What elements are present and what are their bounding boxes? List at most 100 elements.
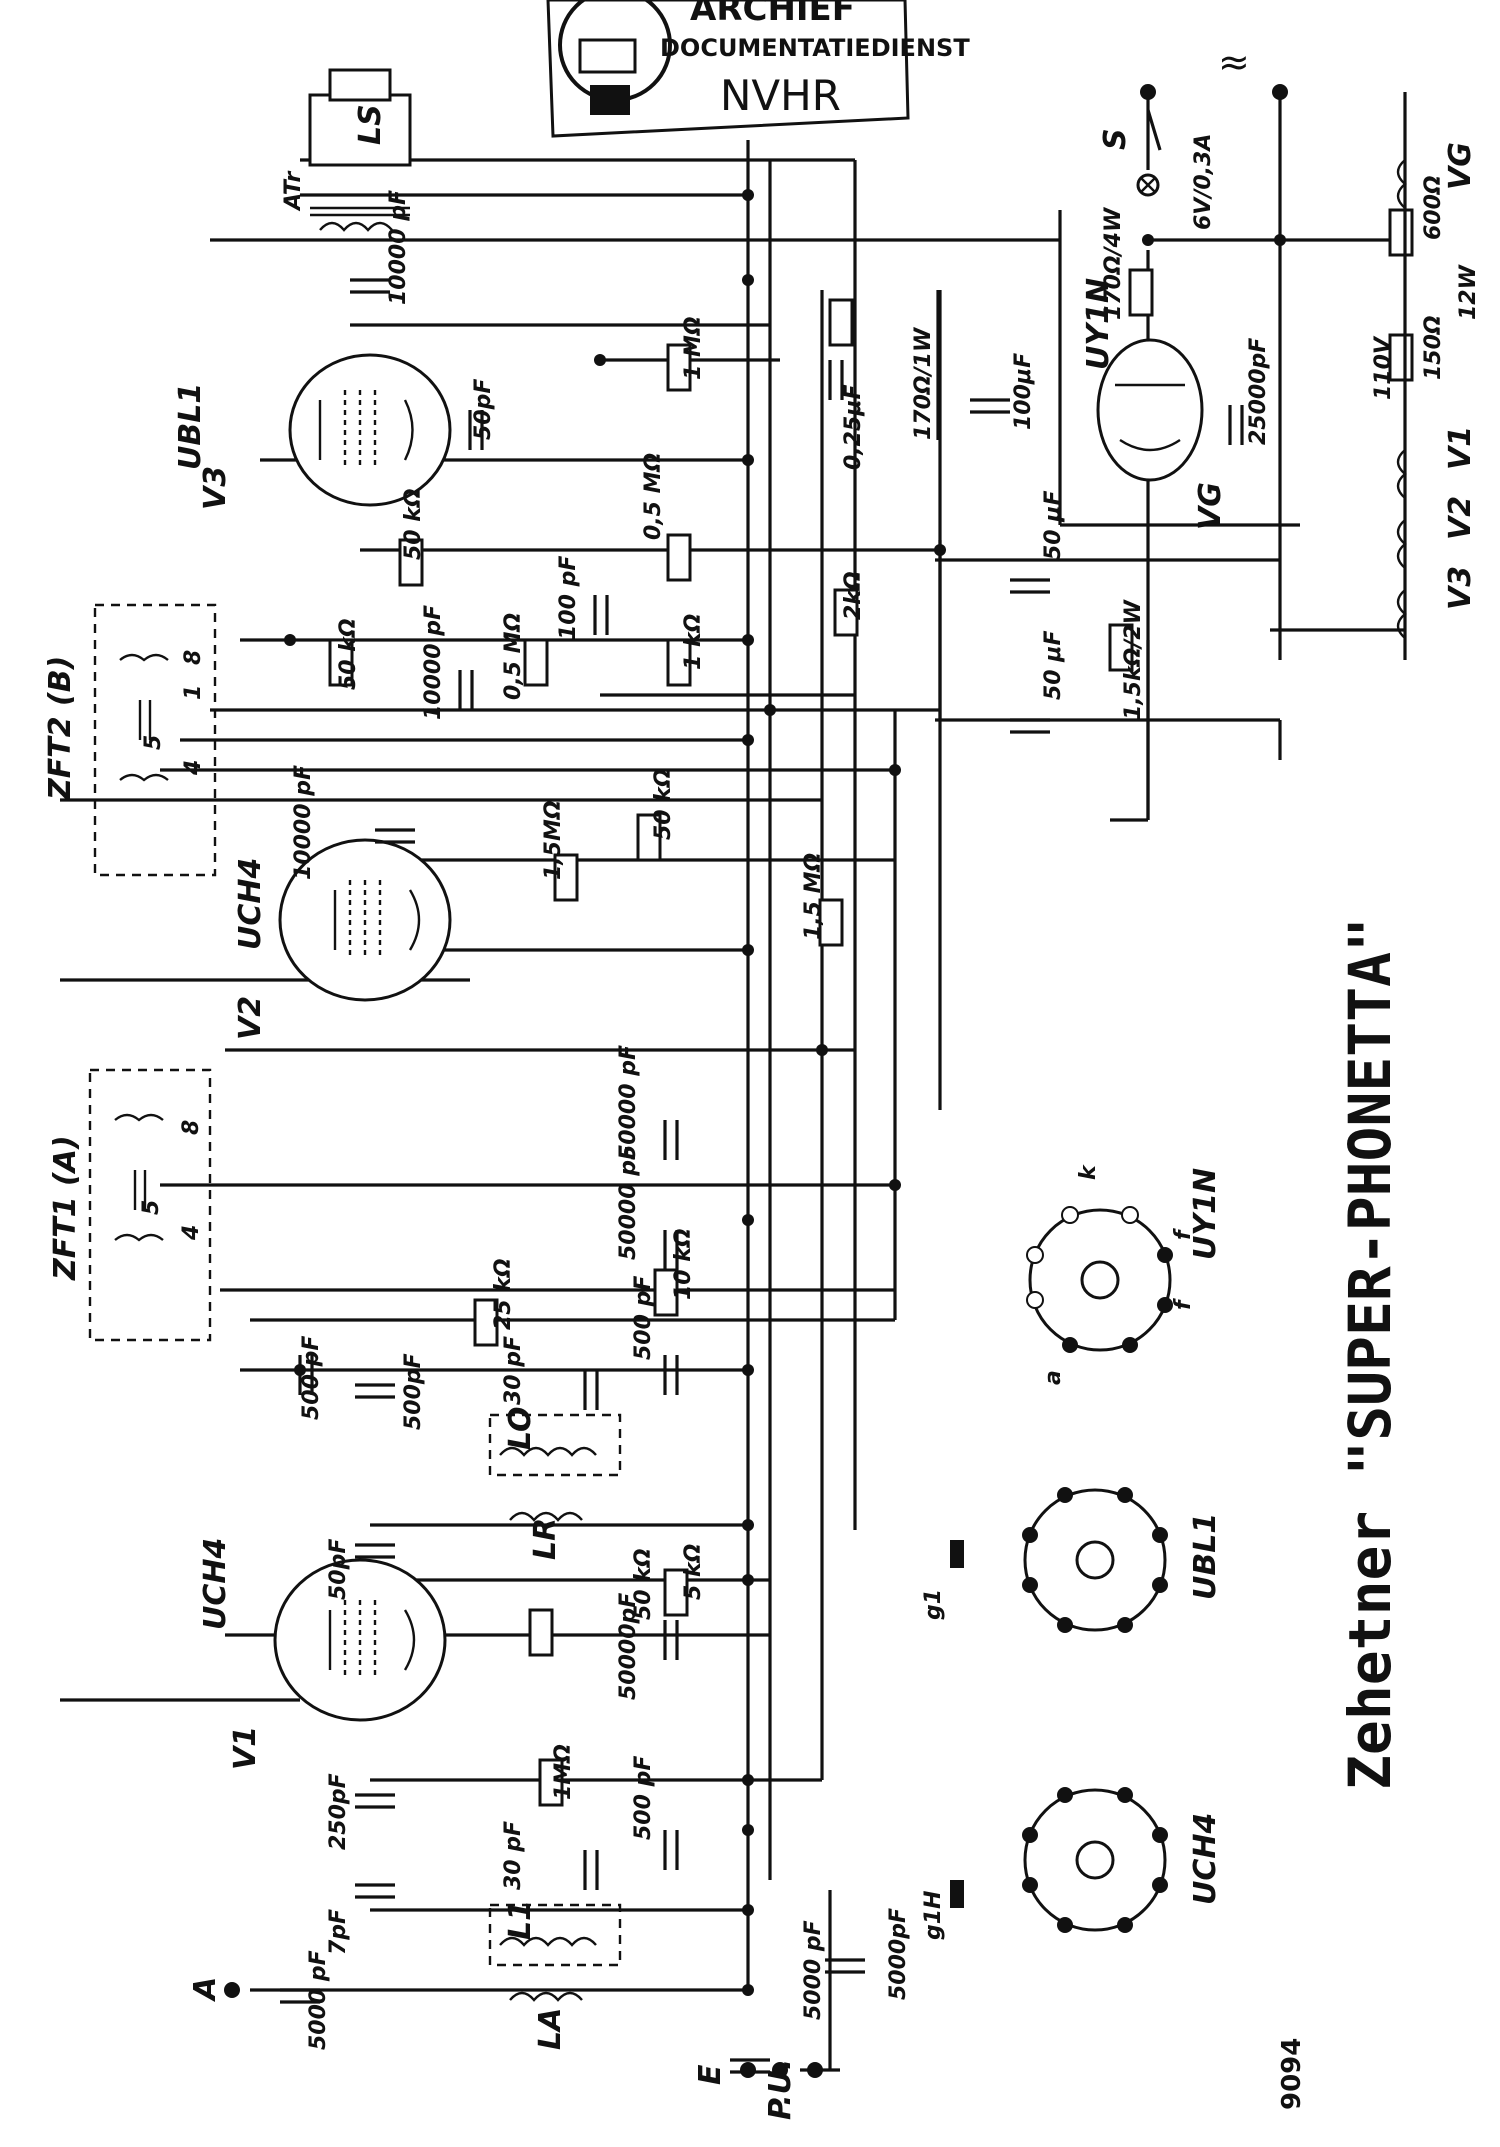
r-1k-label: 1 kΩ: [681, 614, 706, 670]
atr-label: ATr: [281, 170, 306, 212]
r-50k2-label: 50 kΩ: [651, 768, 676, 840]
stamp-service: DOCUMENTATIEDIENST: [660, 34, 970, 62]
if-transformer-zft1: ZFT1 (A) 8 4 5: [48, 1068, 212, 1342]
r-1m-label: 1MΩ: [551, 1744, 576, 1800]
c-7-label: 7pF: [326, 1909, 351, 1955]
r-25k-label: 25 kΩ: [491, 1258, 516, 1330]
coil-la: LA: [533, 2008, 568, 2050]
v2-type-label: UCH4: [233, 858, 268, 950]
heater-v1-label: V1: [1443, 426, 1478, 470]
c-50u2-label: 50 μF: [1041, 631, 1066, 701]
loudspeaker: LS: [308, 68, 412, 167]
c-50a-label: 50pF: [326, 1539, 351, 1600]
component-labels: 5000 pF 7pF 250pF 50pF 500 pF 500pF 500 …: [291, 134, 1481, 2050]
earth-label: E: [693, 2064, 728, 2085]
r-10k-label: 10 kΩ: [671, 1228, 696, 1300]
v110-label: 110V: [1371, 335, 1396, 400]
r-170-4w-label: 170Ω/4W: [1101, 206, 1126, 320]
zft2-label: ZFT2 (B): [43, 656, 78, 801]
c-100-label: 100 pF: [556, 556, 581, 640]
coil-l1: L1: [503, 1900, 538, 1940]
uy1n-pin-a: a: [1041, 1370, 1066, 1385]
c-ant-label: 5000 pF: [306, 1950, 331, 2050]
c-500c-label: 500 pF: [631, 1276, 656, 1360]
antenna-label: A: [188, 1977, 223, 2002]
horizontal-wires: [60, 158, 1300, 2072]
stamp-archive: ARCHIEF: [690, 0, 855, 29]
heater-v2-label: V2: [1443, 496, 1478, 540]
c-10000b-label: 10000 pF: [421, 605, 446, 720]
stamp-org: NVHR: [720, 71, 841, 120]
schematic-title: Zehetner "SUPER-PHONETTA": [1336, 917, 1404, 1790]
socket-ubl1: UBL1 g1: [921, 1487, 1223, 1633]
uy1n-pin-f1: f: [1171, 1228, 1196, 1240]
r-05m2-label: 0,5 MΩ: [641, 453, 666, 540]
r-150-label: 150Ω: [1421, 315, 1446, 380]
socket-uch4: UCH4 g1H: [921, 1787, 1223, 1940]
v3-ref-label: V3: [198, 466, 233, 510]
lamp-label: 6V/0,3A: [1191, 134, 1216, 230]
zft1-pin-8: 8: [179, 1120, 204, 1135]
v1-ref-label: V1: [228, 1726, 263, 1770]
coils: LO LR L1 LA: [488, 1406, 622, 2050]
c-100u-label: 100μF: [1011, 353, 1036, 430]
vg-ref-label: VG: [1193, 482, 1228, 530]
v1-type-label: UCH4: [198, 1538, 233, 1630]
c-50u1-label: 50 μF: [1041, 491, 1066, 561]
ubl1-socket-label: UBL1: [1188, 1513, 1223, 1600]
c-250-label: 250pF: [326, 1773, 351, 1850]
mains-symbol: ≈: [1218, 40, 1250, 84]
c-50000b-label: 50000 pF: [616, 1145, 641, 1260]
r-1m2-label: 1 MΩ: [681, 316, 706, 380]
r-600-label: 600Ω: [1421, 175, 1446, 240]
socket-uy1n: UY1N k f f a: [1026, 1164, 1223, 1385]
r-2k-label: 2kΩ: [841, 571, 866, 620]
bus-wires: [746, 92, 1405, 1990]
tube-v3: V3 UBL1: [173, 353, 452, 510]
heater-chain: VG V1 V2 V3: [1396, 92, 1478, 660]
c-50000a-label: 50000pF: [616, 1593, 641, 1700]
uy1n-pin-k: k: [1076, 1164, 1101, 1180]
pickup-label: P.U.: [763, 2059, 798, 2120]
coil-lo: LO: [503, 1406, 538, 1450]
switch-label: S: [1098, 128, 1133, 150]
c-30a-label: 30 pF: [501, 1336, 526, 1405]
tube-v2: V2 UCH4: [233, 838, 452, 1040]
r-50k1-label: 50 kΩ: [631, 1548, 656, 1620]
junction-dots: [284, 189, 1286, 1996]
uy1n-socket-label: UY1N: [1188, 1168, 1223, 1260]
c-500d-label: 500 pF: [631, 1756, 656, 1840]
zft2-pin-4: 4: [181, 760, 206, 776]
c-5000pu-label: 5000pF: [886, 1908, 911, 2000]
input-terminals: A E P.U.: [188, 1977, 823, 2120]
c-10000out-label: 10000 pF: [386, 190, 411, 305]
w12-label: 12W: [1456, 263, 1481, 320]
zft2-pin-8: 8: [181, 650, 206, 665]
r-15m2-label: 1,5 MΩ: [801, 853, 826, 940]
ubl1-cap: g1: [921, 1589, 946, 1620]
speaker-label: LS: [353, 104, 388, 145]
tube-v1: V1 UCH4: [198, 1538, 447, 1770]
zft2-pin-1: 1: [181, 685, 206, 700]
c-50b-label: 50pF: [471, 379, 496, 440]
c-5000e-label: 5000 pF: [801, 1920, 826, 2020]
r-15m1-label: 1,5MΩ: [541, 800, 566, 880]
uch4-socket-label: UCH4: [1188, 1813, 1223, 1905]
archive-stamp: ARCHIEF DOCUMENTATIEDIENST NVHR: [546, 0, 970, 138]
v2-ref-label: V2: [233, 996, 268, 1040]
if-transformer-zft2: ZFT2 (B) 8 1 4 5: [43, 603, 217, 877]
c-500a-label: 500 pF: [299, 1336, 324, 1420]
r-5k-label: 5 kΩ: [681, 1544, 706, 1600]
output-transformer: ATr: [281, 170, 410, 232]
vg-type-label: UY1N: [1081, 278, 1116, 370]
heater-v3-label: V3: [1443, 566, 1478, 610]
r-50k3-label: 50 kΩ: [336, 618, 361, 690]
c-30b-label: 30 pF: [501, 1821, 526, 1890]
c-500b-label: 500pF: [401, 1353, 426, 1430]
c-10000a-label: 10000 pF: [291, 765, 316, 880]
uy1n-pin-f2: f: [1171, 1298, 1196, 1310]
zft1-pin-4: 4: [179, 1225, 204, 1241]
c-50000c-label: 50000 pF: [616, 1045, 641, 1160]
